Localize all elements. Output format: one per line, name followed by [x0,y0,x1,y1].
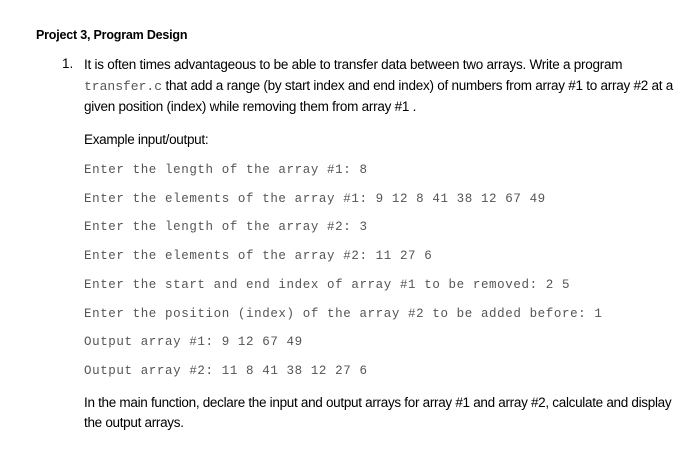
document-title: Project 3, Program Design [36,28,188,42]
description-text-part2: that add a range (by start index and end… [84,77,674,115]
problem-description: It is often times advantageous to be abl… [84,55,684,118]
list-item-number: 1. [62,56,74,71]
io-line: Enter the elements of the array #1: 9 12… [84,192,546,206]
closing-paragraph: In the main function, declare the input … [84,395,672,430]
io-line: Output array #2: 11 8 41 38 12 27 6 [84,364,368,378]
io-line: Enter the length of the array #1: 8 [84,163,368,177]
example-label: Example input/output: [84,132,209,147]
io-line: Enter the elements of the array #2: 11 2… [84,249,433,263]
code-filename: transfer.c [84,78,163,94]
io-line: Enter the length of the array #2: 3 [84,220,368,234]
description-text-part1: It is often times advantageous to be abl… [84,57,623,72]
io-line: Output array #1: 9 12 67 49 [84,335,303,349]
io-line: Enter the start and end index of array #… [84,278,571,292]
io-line: Enter the position (index) of the array … [84,307,603,321]
